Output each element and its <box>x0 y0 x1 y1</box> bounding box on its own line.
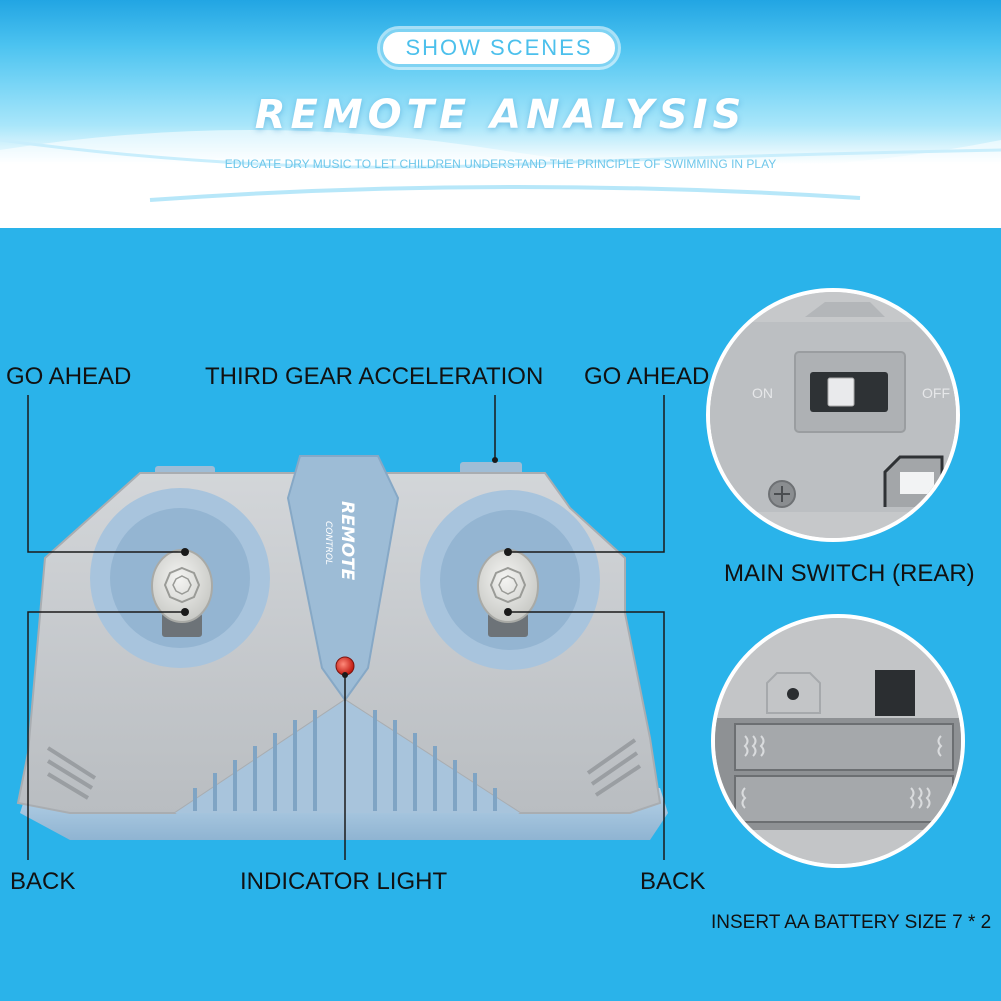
page-subtitle: EDUCATE DRY MUSIC TO LET CHILDREN UNDERS… <box>224 157 777 171</box>
switch-detail-circle: ON OFF <box>706 288 960 542</box>
left-grip-ridges <box>46 746 97 800</box>
battery-slot-2 <box>734 775 954 823</box>
vent-slots <box>193 710 497 811</box>
label-indicator-light: INDICATOR LIGHT <box>240 868 448 895</box>
battery-slot-1 <box>734 723 954 771</box>
leader-dots <box>181 457 512 678</box>
wave-decoration <box>0 130 1001 228</box>
label-left-go-ahead: GO AHEAD <box>6 363 132 390</box>
switch-off-label: OFF <box>922 385 950 401</box>
right-grip-ridges <box>586 738 642 797</box>
label-right-go-ahead: GO AHEAD <box>584 363 710 390</box>
battery-detail-circle <box>711 614 965 868</box>
label-right-back: BACK <box>640 868 706 895</box>
label-main-switch: MAIN SWITCH (REAR) <box>724 560 975 587</box>
show-scenes-tag: SHOW SCENES <box>380 29 618 67</box>
header-banner: SHOW SCENES REMOTE ANALYSIS EDUCATE DRY … <box>0 0 1001 228</box>
hole-icon <box>787 688 799 700</box>
switch-toggle <box>827 377 855 407</box>
latch-slot <box>875 670 915 716</box>
switch-on-label: ON <box>752 385 773 401</box>
leader-lines <box>27 395 665 860</box>
label-battery-size: INSERT AA BATTERY SIZE 7 * 2 <box>711 912 992 933</box>
battery-springs <box>741 735 943 809</box>
page-title: REMOTE ANALYSIS <box>254 92 747 138</box>
remote-controller: REMOTE CONTROL <box>16 395 668 860</box>
remote-brand-text: REMOTE <box>337 501 357 581</box>
label-left-back: BACK <box>10 868 76 895</box>
centre-spine <box>286 455 400 702</box>
label-third-gear-acceleration: THIRD GEAR ACCELERATION <box>205 363 544 390</box>
remote-brand-subtext: CONTROL <box>323 521 333 565</box>
